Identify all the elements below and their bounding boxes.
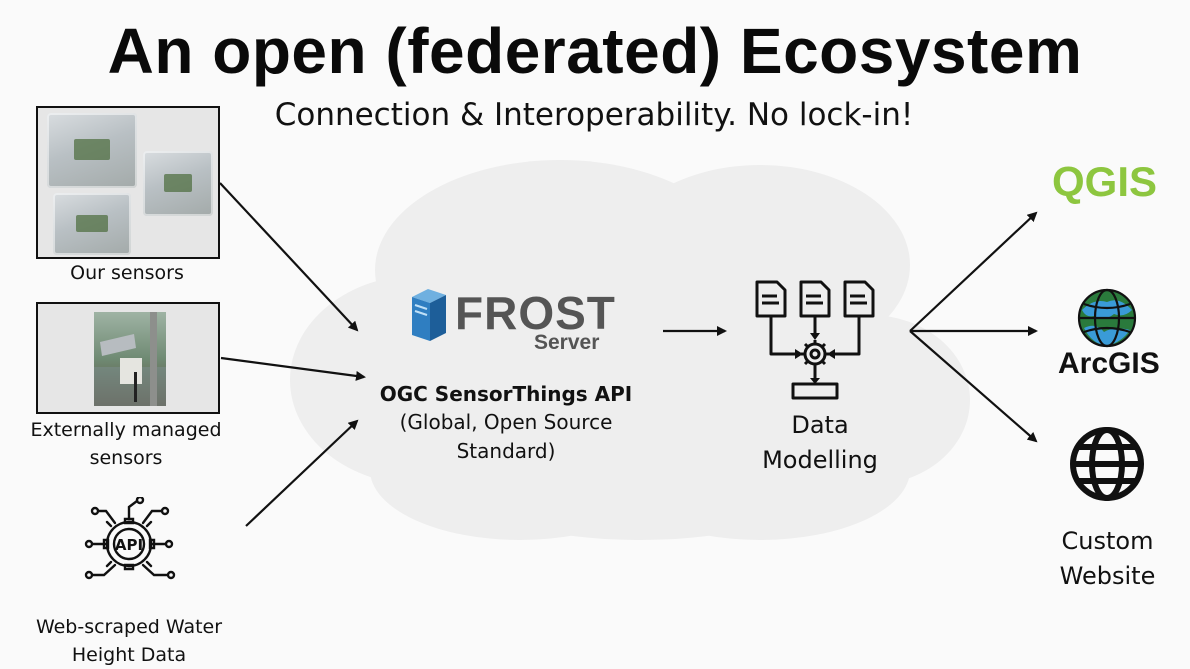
custom-website-line1: Custom xyxy=(1061,527,1154,555)
api-description-line2: Standard) xyxy=(456,439,556,463)
external-sensors-caption-line2: sensors xyxy=(89,447,163,469)
api-standard-name: OGC SensorThings API xyxy=(379,382,633,406)
page-subtitle: Connection & Interoperability. No lock-i… xyxy=(0,97,1190,133)
api-gear-icon: API xyxy=(84,497,176,580)
our-sensors-caption: Our sensors xyxy=(70,262,184,284)
subtitle-text: Connection & Interoperability. No lock-i… xyxy=(274,97,914,133)
frost-server-icon xyxy=(412,289,446,341)
custom-website-line2: Website xyxy=(1059,562,1156,590)
external-sensors-photo xyxy=(36,302,220,414)
custom-website-label: Custom Website xyxy=(1040,524,1175,594)
web-scraped-caption: Web-scraped Water Height Data xyxy=(10,613,248,669)
data-modelling-line2: Modelling xyxy=(762,446,878,474)
api-description-line1: (Global, Open Source xyxy=(399,410,613,434)
data-modelling-line1: Data xyxy=(791,411,849,439)
data-modelling-icon xyxy=(755,280,875,400)
external-sensors-caption-line1: Externally managed xyxy=(30,419,222,441)
field-sensor-image xyxy=(94,312,166,406)
data-modelling-label: Data Modelling xyxy=(740,408,900,478)
arrow-to-website xyxy=(909,330,1038,443)
api-icon-label: API xyxy=(115,536,143,554)
sensor-box-image xyxy=(47,113,137,188)
frost-logo-text: FROST xyxy=(455,287,616,339)
frost-logo-subtext: Server xyxy=(534,331,600,354)
arcgis-globe-icon xyxy=(1077,288,1137,348)
arrow-to-qgis xyxy=(909,211,1038,332)
sensor-box-image xyxy=(143,151,213,216)
sensor-box-image xyxy=(53,193,131,255)
arrow-our-sensors xyxy=(219,182,359,332)
arcgis-logo-text: ArcGIS xyxy=(1058,347,1160,380)
our-sensors-photo xyxy=(36,106,220,259)
arrow-external-sensors xyxy=(220,356,366,381)
api-standard-description: (Global, Open Source Standard) xyxy=(376,408,636,466)
arrow-web-scraped xyxy=(245,419,359,527)
web-scraped-caption-line2: Height Data xyxy=(71,644,187,666)
website-globe-icon xyxy=(1070,427,1144,501)
web-scraped-caption-line1: Web-scraped Water xyxy=(35,616,223,638)
qgis-logo: QGIS xyxy=(1052,158,1158,205)
external-sensors-caption: Externally managed sensors xyxy=(10,416,242,472)
page-title: An open (federated) Ecosystem xyxy=(107,15,1083,87)
